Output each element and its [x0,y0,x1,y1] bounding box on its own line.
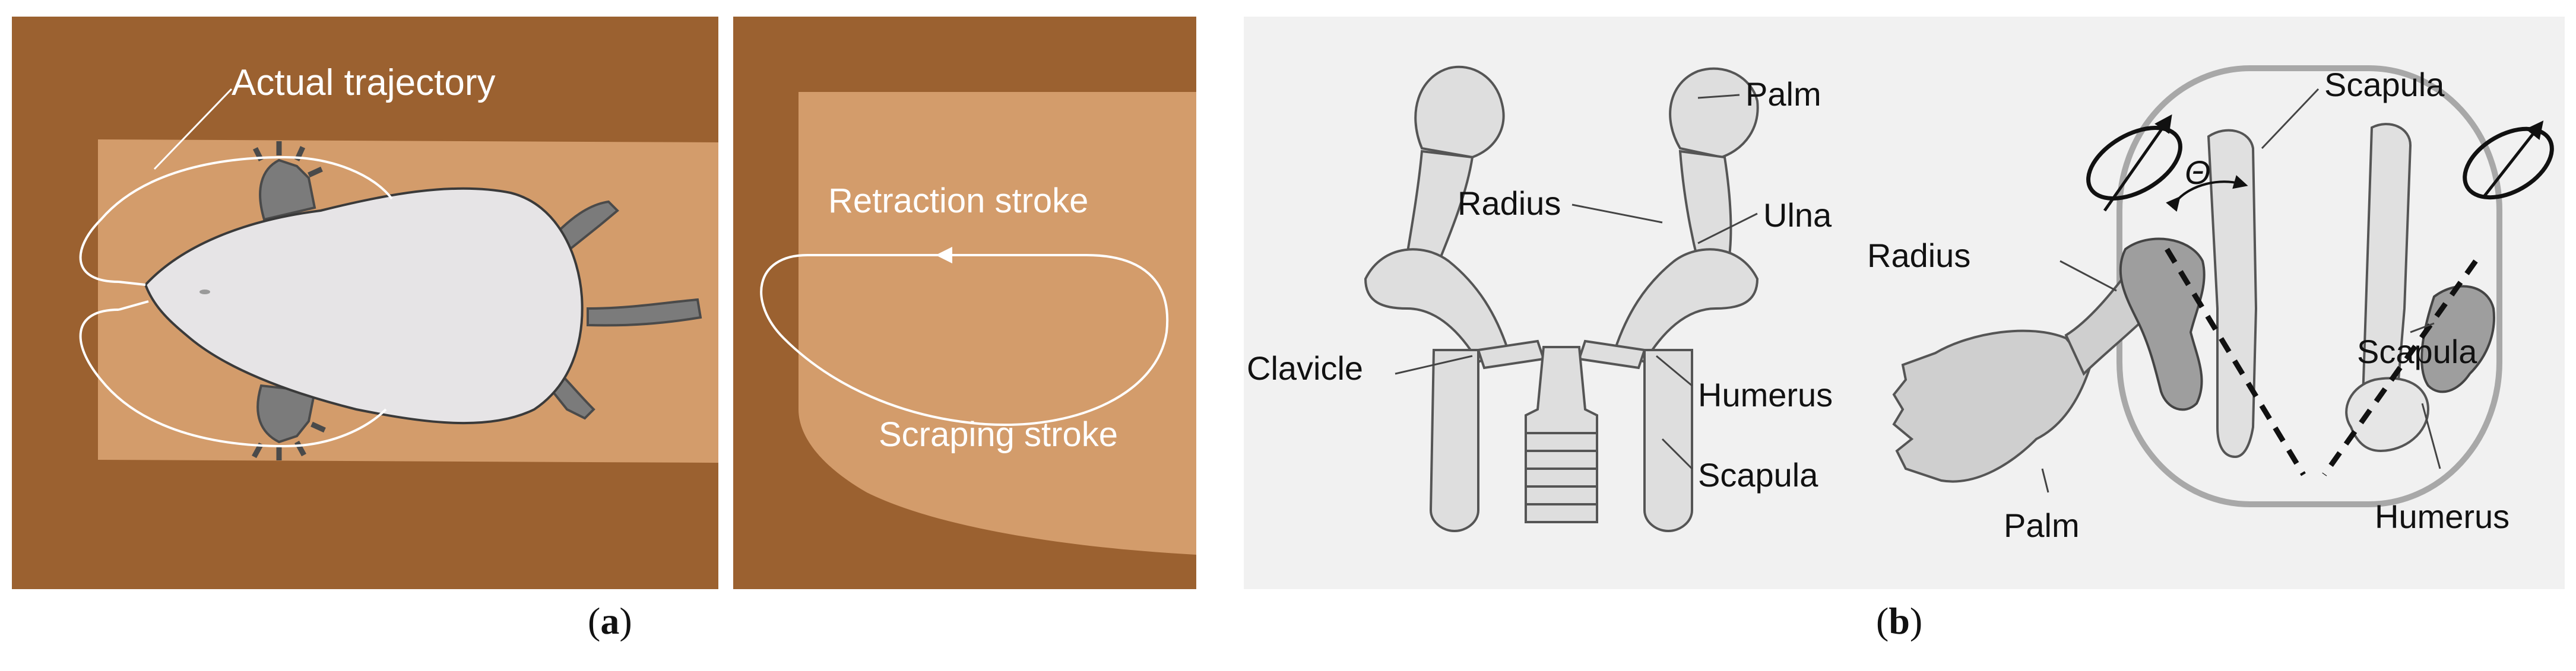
panel-a-right-scene: Retraction stroke Scraping stroke [733,17,1196,589]
mole-body [144,187,584,425]
caption-a-letter: a [600,600,620,642]
mole-limbs [252,141,702,460]
shoulder-skeleton-front [1364,65,1759,533]
mole-eye [199,290,210,294]
shoulder-digging-view: Θ [1892,65,2554,507]
label-ulna: Ulna [1763,196,1832,234]
label-theta: Θ [2185,154,2211,191]
label-palm-bottom: Palm [2004,507,2080,544]
sternum-spine [1525,346,1598,523]
rotation-axis-arrow-right [2483,120,2544,197]
caption-b: (b) [1876,600,1923,642]
rotation-axis-arrow-left [2103,114,2172,212]
actual-trajectory-leader [153,88,233,170]
actual-trajectory-path [79,155,393,448]
label-scapula-right-mid: Scapula [2357,333,2477,370]
vertebrae [1526,432,1597,505]
humerus-head-mass [2345,377,2430,453]
panel-a: Actual trajectory Retraction stroke Scra… [12,17,1196,589]
rotation-ellipse-left [2086,126,2182,201]
scapula-front-right [1643,349,1693,533]
digging-view-leaders [2041,88,2441,493]
palm-hand [1892,329,2092,483]
caption-b-letter: b [1889,600,1910,642]
humerus-bone-right [2119,237,2206,411]
scapula-back-left [2207,129,2258,459]
label-humerus-left: Humerus [1698,376,1833,414]
stroke-trajectory [760,254,1169,426]
front-view-leaders [1395,94,1758,470]
excavated-light-region [799,92,1196,555]
caption-a: (a) [588,600,632,642]
palm-right [1669,67,1759,159]
scapula-front-left [1429,349,1479,533]
label-retraction-stroke: Retraction stroke [828,182,1088,220]
palm-left [1414,65,1505,159]
label-radius-right: Radius [1867,237,1970,274]
label-palm-top: Palm [1745,75,1821,113]
stroke-axes-dashed [2165,247,2478,476]
label-humerus-right: Humerus [2375,498,2510,535]
label-radius-left: Radius [1457,185,1561,222]
label-scraping-stroke: Scraping stroke [879,415,1118,454]
panel-b: Palm Radius Ulna Clavicle Humerus Scapul… [1244,17,2565,589]
label-scapula-top: Scapula [2324,66,2445,103]
label-clavicle: Clavicle [1247,349,1363,387]
theta-angle-arc [2166,175,2248,212]
rotation-ellipse-right [2463,126,2554,200]
label-actual-trajectory: Actual trajectory [232,62,496,103]
panel-a-left-scene: Actual trajectory [12,17,718,589]
label-scapula-left: Scapula [1698,456,1818,494]
